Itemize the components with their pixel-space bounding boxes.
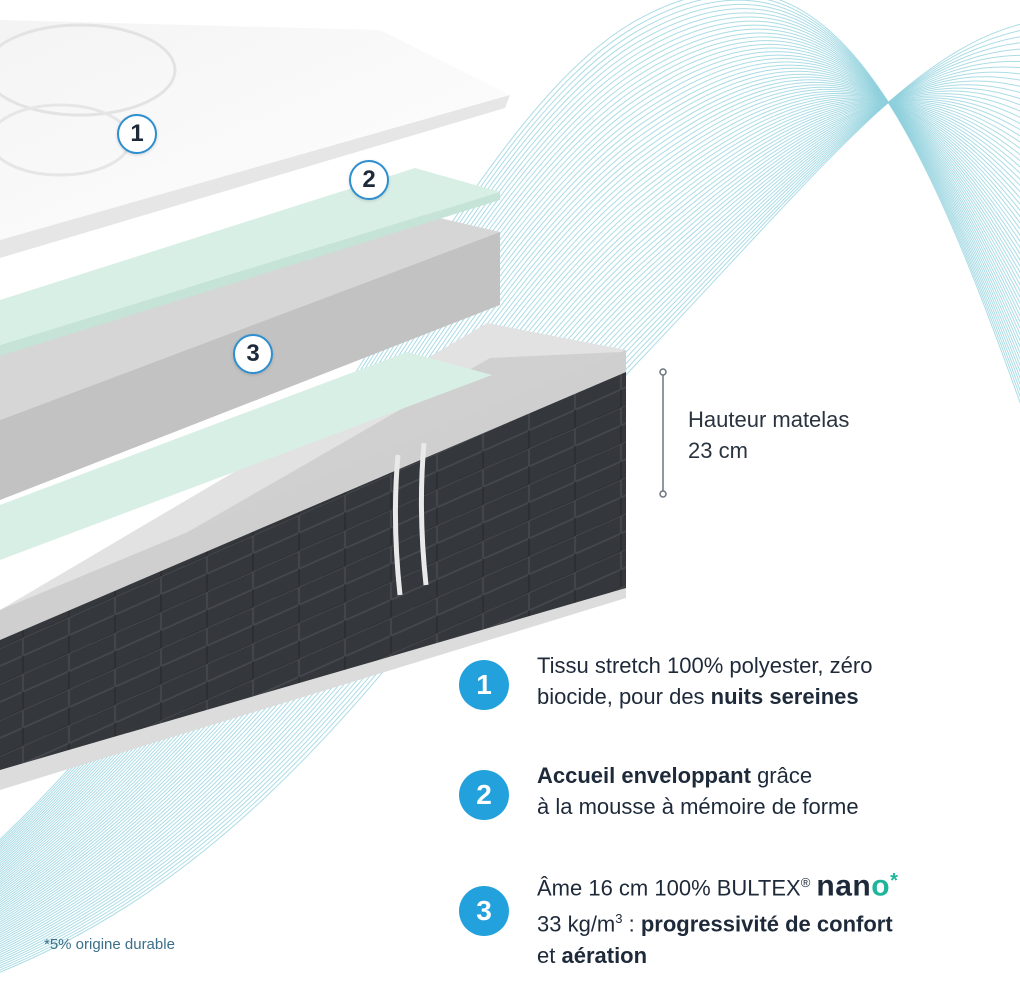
feature-badge-2: 2 [459, 770, 509, 820]
wave-line [0, 95, 1020, 940]
footnote: *5% origine durable [44, 936, 175, 953]
feature-badge-1: 1 [459, 660, 509, 710]
wave-line [0, 101, 1020, 921]
top-fabric-layer [0, 20, 510, 258]
wave-line [0, 101, 1020, 923]
feature-3: 3 Âme 16 cm 100% BULTEX® nano* 33 kg/m3 … [459, 866, 999, 971]
bultex-nano-logo: nano [816, 869, 891, 903]
wave-line [0, 99, 1020, 917]
wave-line [0, 101, 1020, 930]
wave-line [0, 98, 1020, 936]
wave-line [0, 100, 1020, 934]
wave-line [0, 101, 1020, 927]
wave-line [0, 101, 1020, 925]
wave-line [0, 100, 1020, 919]
feature-text-1: Tissu stretch 100% polyester, zéro bioci… [537, 653, 873, 709]
mattress-base [0, 323, 626, 790]
wave-line [0, 100, 1020, 932]
height-label-title: Hauteur matelas [688, 407, 850, 432]
layer-marker-1: 1 [117, 114, 157, 154]
feature-text-2: Accueil enveloppant grâce à la mousse à … [537, 763, 859, 819]
feature-badge-3: 3 [459, 886, 509, 936]
layer-marker-2: 2 [349, 160, 389, 200]
wave-line [0, 98, 1020, 914]
height-label: Hauteur matelas 23 cm [688, 404, 849, 466]
feature-text-3: Âme 16 cm 100% BULTEX® nano* 33 kg/m3 : … [537, 869, 898, 968]
wave-line [0, 97, 1020, 938]
feature-2: 2 Accueil enveloppant grâce à la mousse … [459, 760, 999, 822]
height-label-value: 23 cm [688, 438, 748, 463]
memory-foam-layer [0, 168, 500, 356]
feature-1: 1 Tissu stretch 100% polyester, zéro bio… [459, 650, 999, 712]
height-dimension-line [659, 368, 667, 498]
layer-marker-3: 3 [233, 334, 273, 374]
core-memory-layer [0, 352, 492, 560]
wave-line [0, 97, 1020, 912]
